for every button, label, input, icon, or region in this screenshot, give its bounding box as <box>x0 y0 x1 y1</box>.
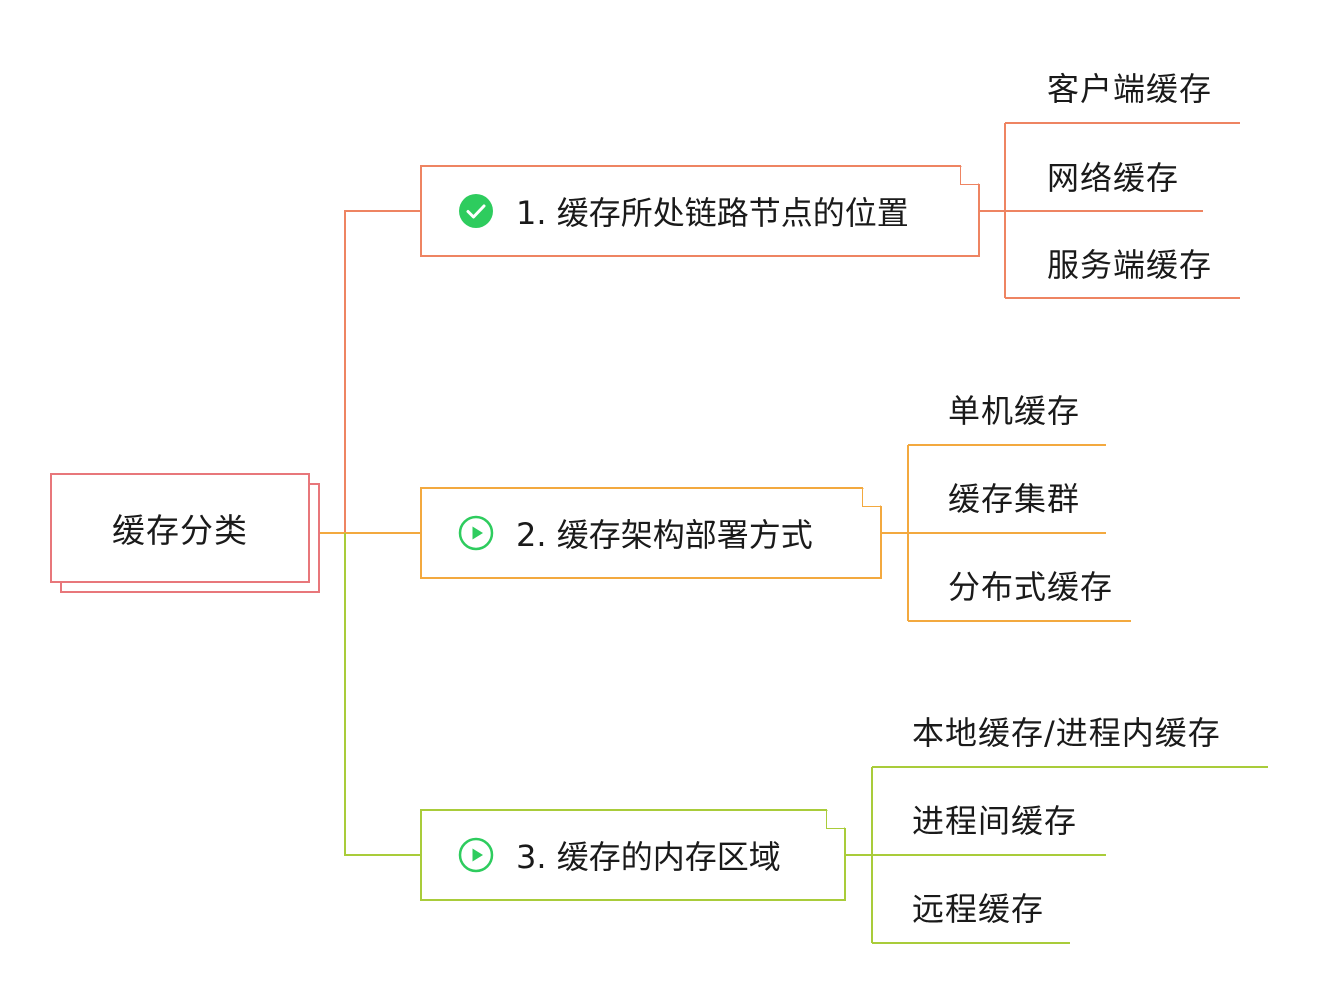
branch-node-2[interactable]: 2. 缓存架构部署方式 <box>420 487 882 579</box>
leaf-server-cache[interactable]: 服务端缓存 <box>1047 246 1213 284</box>
play-circle-icon <box>458 837 494 873</box>
branch-3-label: 3. 缓存的内存区域 <box>516 838 781 876</box>
check-circle-icon <box>459 194 493 228</box>
root-node[interactable]: 缓存分类 <box>50 473 310 583</box>
play-circle-icon <box>458 515 494 551</box>
leaf-interprocess-cache[interactable]: 进程间缓存 <box>912 802 1078 840</box>
leaf-distributed-cache[interactable]: 分布式缓存 <box>948 568 1114 606</box>
root-label: 缓存分类 <box>112 511 248 550</box>
leaf-standalone-cache[interactable]: 单机缓存 <box>948 392 1081 430</box>
branch-node-1[interactable]: 1. 缓存所处链路节点的位置 <box>420 165 980 257</box>
branch-node-3[interactable]: 3. 缓存的内存区域 <box>420 809 846 901</box>
branch-2-label: 2. 缓存架构部署方式 <box>516 516 813 554</box>
branch-1-label: 1. 缓存所处链路节点的位置 <box>516 194 909 232</box>
note-fold-icon <box>960 165 980 185</box>
note-fold-icon <box>826 809 846 829</box>
note-fold-icon <box>862 487 882 507</box>
leaf-remote-cache[interactable]: 远程缓存 <box>912 890 1045 928</box>
leaf-local-cache[interactable]: 本地缓存/进程内缓存 <box>912 714 1221 752</box>
leaf-client-cache[interactable]: 客户端缓存 <box>1047 70 1213 108</box>
leaf-cache-cluster[interactable]: 缓存集群 <box>948 480 1081 518</box>
leaf-network-cache[interactable]: 网络缓存 <box>1047 159 1180 197</box>
